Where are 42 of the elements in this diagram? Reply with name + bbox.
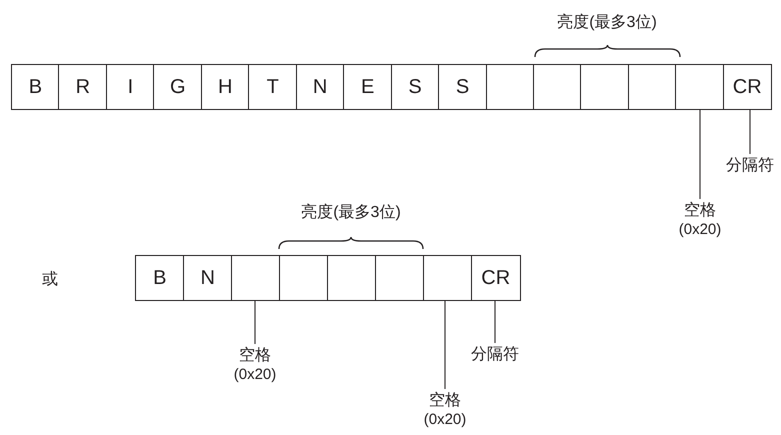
- bracket-label: 亮度(最多3位): [557, 12, 657, 33]
- cell-text: T: [266, 76, 279, 98]
- character-cell: [135, 255, 184, 301]
- cell-text: CR: [481, 266, 510, 290]
- cell-text: R: [76, 76, 90, 98]
- code-note: (0x20): [234, 366, 276, 384]
- character-cell: [390, 64, 440, 110]
- bracket-label: 亮度(最多3位): [301, 202, 401, 223]
- character-cell: [11, 64, 60, 110]
- character-cell: [438, 64, 487, 110]
- callout-label: 空格: [684, 201, 716, 221]
- character-cell: [722, 64, 772, 110]
- callout-label: 分隔符: [471, 345, 519, 365]
- character-cell: [343, 64, 392, 110]
- callout-label: 空格: [429, 391, 461, 411]
- character-cell: [296, 64, 345, 110]
- cell-text: CR: [732, 76, 762, 98]
- callout-label: 分隔符: [726, 156, 774, 176]
- character-cell: [183, 255, 232, 301]
- leader-line: [444, 300, 446, 390]
- leader-line: [254, 300, 256, 344]
- cell-text: I: [128, 76, 134, 98]
- cell-text: B: [28, 76, 42, 98]
- character-cell: [153, 64, 202, 110]
- code-note: (0x20): [678, 221, 722, 239]
- character-cell: [248, 64, 298, 110]
- cell-text: S: [456, 76, 470, 98]
- cell-text: N: [312, 76, 328, 98]
- cell-text: E: [360, 76, 374, 98]
- character-cell: [58, 64, 108, 110]
- label: 或: [42, 270, 58, 290]
- character-cell: [471, 255, 520, 301]
- character-cell: [200, 64, 250, 110]
- callout-label: 空格: [239, 346, 271, 366]
- cell-text: N: [200, 266, 215, 290]
- cell-text: H: [218, 76, 232, 98]
- cell-text: G: [170, 76, 186, 98]
- leader-line: [494, 300, 496, 344]
- cell-text: B: [153, 266, 166, 290]
- cell-text: S: [408, 76, 422, 98]
- code-note: (0x20): [424, 411, 466, 429]
- character-cell: [106, 64, 155, 110]
